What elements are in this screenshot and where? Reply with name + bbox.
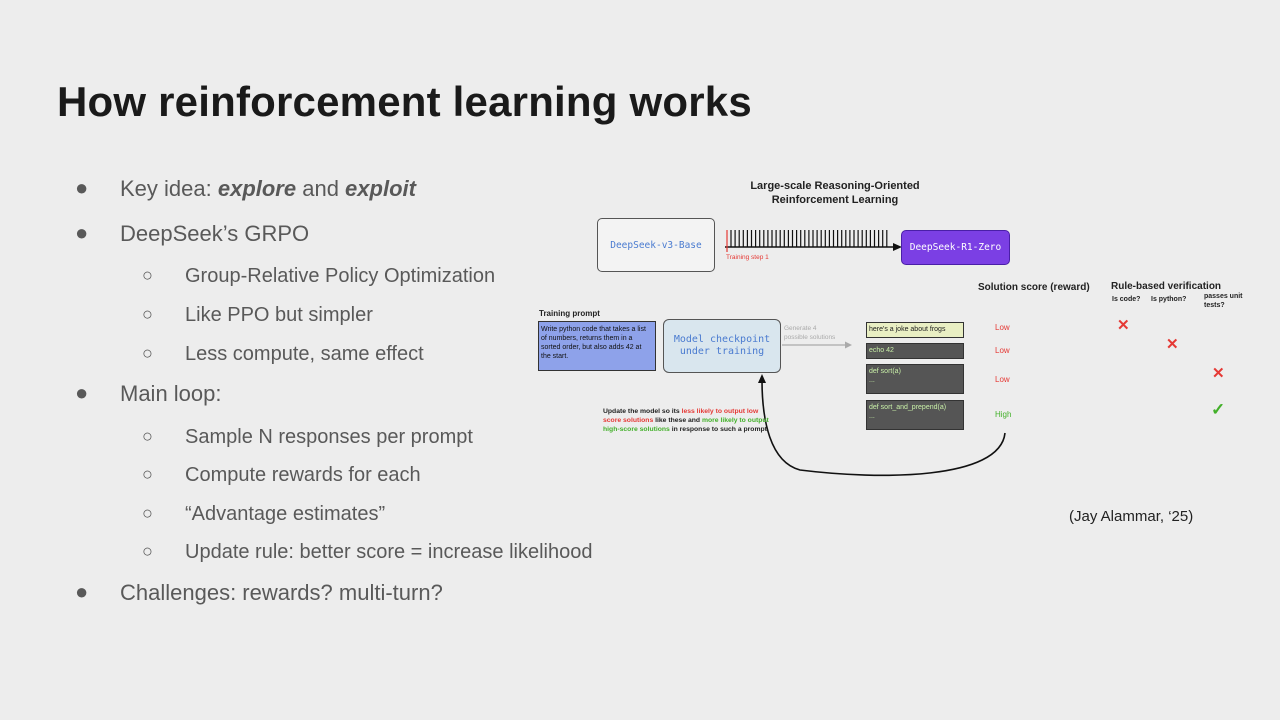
- exploit-word: exploit: [345, 176, 416, 201]
- sub-bullet-loop-1: ○ Sample N responses per prompt: [142, 426, 473, 449]
- bullet-challenges: ● Challenges: rewards? multi-turn?: [75, 579, 443, 606]
- feedback-curve: [761, 379, 1006, 477]
- response-1-line1: here's a joke about frogs: [869, 326, 946, 333]
- generate-line2: possible solutions: [784, 334, 836, 341]
- generate-line1: Generate 4: [784, 325, 817, 332]
- sub-bullet-dot: ○: [142, 343, 153, 363]
- feedback-arrowhead: [758, 374, 766, 383]
- cross-icon: ✕: [1166, 336, 1179, 353]
- sub-bullet-grpo-1: ○ Group-Relative Policy Optimization: [142, 265, 496, 288]
- slide-title: How reinforcement learning works: [57, 78, 752, 125]
- response-3-line2: ...: [869, 377, 875, 384]
- challenges-text: Challenges: rewards? multi-turn?: [120, 580, 443, 605]
- update-text-high: more likely to output high-score solutio…: [603, 417, 769, 433]
- sub-bullet-dot: ○: [142, 304, 153, 324]
- sub-bullet-dot: ○: [142, 265, 153, 285]
- sub-bullet-loop-4: ○ Update rule: better score = increase l…: [142, 541, 593, 564]
- bullet-key-idea: ● Key idea: explore and exploit: [75, 175, 416, 202]
- check-icon: ✓: [1211, 400, 1226, 419]
- final-model-box: DeepSeek-R1-Zero: [901, 230, 1010, 265]
- base-model-box: DeepSeek-v3-Base: [597, 218, 715, 272]
- response-4: def sort_and_prepend(a) ...: [866, 400, 964, 430]
- diagram-header-line1: Large-scale Reasoning-Oriented: [750, 180, 920, 192]
- response-3: def sort(a) ...: [866, 364, 964, 394]
- sub-bullet-dot: ○: [142, 503, 153, 523]
- response-3-line1: def sort(a): [869, 368, 901, 375]
- col-passes-tests: passes unit tests?: [1204, 292, 1243, 310]
- checkpoint-line2: under training: [679, 346, 765, 357]
- checkpoint-box: Model checkpoint under training: [663, 319, 781, 373]
- sub-bullet-dot: ○: [142, 464, 153, 484]
- checkpoint-line1: Model checkpoint: [673, 334, 771, 345]
- sub-bullet-dot: ○: [142, 541, 153, 561]
- training-arrowhead: [893, 243, 902, 251]
- response-1: here's a joke about frogs: [866, 322, 964, 338]
- col-passes-tests-line2: tests?: [1204, 302, 1225, 309]
- col-is-code: Is code?: [1112, 296, 1141, 303]
- loop-sub4-text: Update rule: better score = increase lik…: [185, 541, 593, 563]
- update-text-low: less likely to output low score solution…: [603, 408, 759, 424]
- sub-bullet-grpo-3: ○ Less compute, same effect: [142, 343, 424, 366]
- main-loop-text: Main loop:: [120, 381, 222, 406]
- grpo-sub3-text: Less compute, same effect: [185, 343, 424, 365]
- score-4: High: [995, 410, 1012, 419]
- loop-sub2-text: Compute rewards for each: [185, 464, 421, 486]
- verification-header: Rule-based verification: [1111, 281, 1222, 292]
- key-idea-prefix: Key idea:: [120, 176, 218, 201]
- and-word: and: [296, 176, 346, 201]
- citation: (Jay Alammar, ‘25): [1069, 508, 1194, 525]
- generate-label: Generate 4 possible solutions: [784, 324, 835, 342]
- col-passes-tests-line1: passes unit: [1204, 293, 1243, 300]
- explore-word: explore: [217, 176, 297, 201]
- generate-arrowhead: [845, 341, 852, 349]
- score-2: Low: [995, 346, 1010, 355]
- training-ticks: [730, 230, 888, 247]
- response-2: echo 42: [866, 343, 964, 359]
- col-is-python: Is python?: [1151, 296, 1187, 303]
- bullet-grpo: ● DeepSeek’s GRPO: [75, 220, 310, 247]
- loop-sub1-text: Sample N responses per prompt: [185, 426, 473, 448]
- sub-bullet-grpo-2: ○ Like PPO but simpler: [142, 304, 373, 327]
- bullet-main-loop: ● Main loop:: [75, 380, 222, 407]
- cross-icon: ✕: [1117, 317, 1130, 334]
- update-text-p3: like these and: [653, 417, 702, 424]
- grpo-text: DeepSeek’s GRPO: [120, 221, 310, 246]
- diagram-header-line2: Reinforcement Learning: [771, 194, 899, 206]
- grpo-sub2-text: Like PPO but simpler: [185, 304, 373, 326]
- training-prompt-label: Training prompt: [539, 309, 600, 318]
- update-text-p1: Update the model so its: [603, 408, 682, 415]
- diagram-header: Large-scale Reasoning-Oriented Reinforce…: [700, 179, 970, 207]
- grpo-sub1-text: Group-Relative Policy Optimization: [185, 265, 496, 287]
- update-text-p5: in response to such a prompt: [669, 426, 767, 433]
- final-model-label: DeepSeek-R1-Zero: [909, 242, 1002, 253]
- update-text: Update the model so its less likely to o…: [603, 407, 773, 434]
- bullet-dot: ●: [75, 220, 89, 245]
- sub-bullet-loop-3: ○ “Advantage estimates”: [142, 503, 386, 526]
- sub-bullet-loop-2: ○ Compute rewards for each: [142, 464, 421, 487]
- solution-score-header: Solution score (reward): [978, 282, 1090, 293]
- bullet-dot: ●: [75, 579, 89, 604]
- loop-sub3-text: “Advantage estimates”: [185, 503, 386, 525]
- training-prompt-box: Write python code that takes a list of n…: [538, 321, 656, 371]
- response-4-line2: ...: [869, 413, 875, 420]
- bullet-dot: ●: [75, 175, 89, 200]
- score-3: Low: [995, 375, 1010, 384]
- sub-bullet-dot: ○: [142, 426, 153, 446]
- response-4-line1: def sort_and_prepend(a): [869, 404, 947, 411]
- training-prompt-text: Write python code that takes a list of n…: [541, 326, 646, 360]
- training-step-label: Training step 1: [726, 254, 769, 261]
- base-model-label: DeepSeek-v3-Base: [610, 239, 702, 251]
- bullet-dot: ●: [75, 380, 89, 405]
- cross-icon: ✕: [1212, 365, 1225, 382]
- score-1: Low: [995, 323, 1010, 332]
- response-2-line1: echo 42: [869, 347, 894, 354]
